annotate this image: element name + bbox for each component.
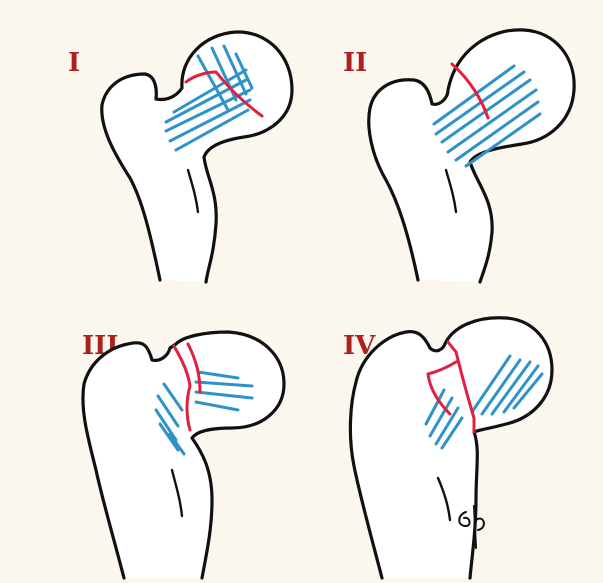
panel-2-label: II — [343, 48, 367, 78]
panel-4-femur-outline — [350, 318, 552, 578]
panel-1-femur-outline — [102, 32, 292, 282]
panel-4: IV — [343, 318, 552, 578]
panel-2: II — [343, 30, 574, 282]
panel-2-femur-outline — [369, 30, 574, 282]
panel-3: III — [82, 331, 284, 578]
panel-1-label: I — [68, 48, 80, 78]
panel-1: I — [68, 32, 292, 282]
